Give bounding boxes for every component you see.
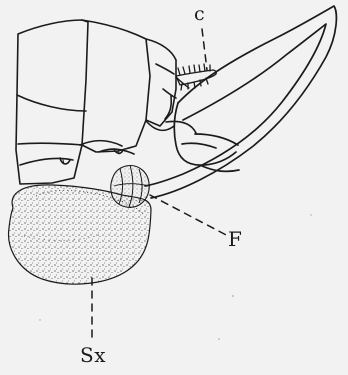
appendage-outer-edge [151,6,336,198]
appendage-inner-edge [145,24,326,186]
structure-f [111,165,150,207]
label-f: F [228,229,242,249]
body-segments [16,20,196,184]
leader-f [150,195,230,237]
label-c: c [194,5,205,24]
label-sx: Sx [80,345,106,365]
segment-two [82,20,150,152]
segment-three [146,39,176,126]
